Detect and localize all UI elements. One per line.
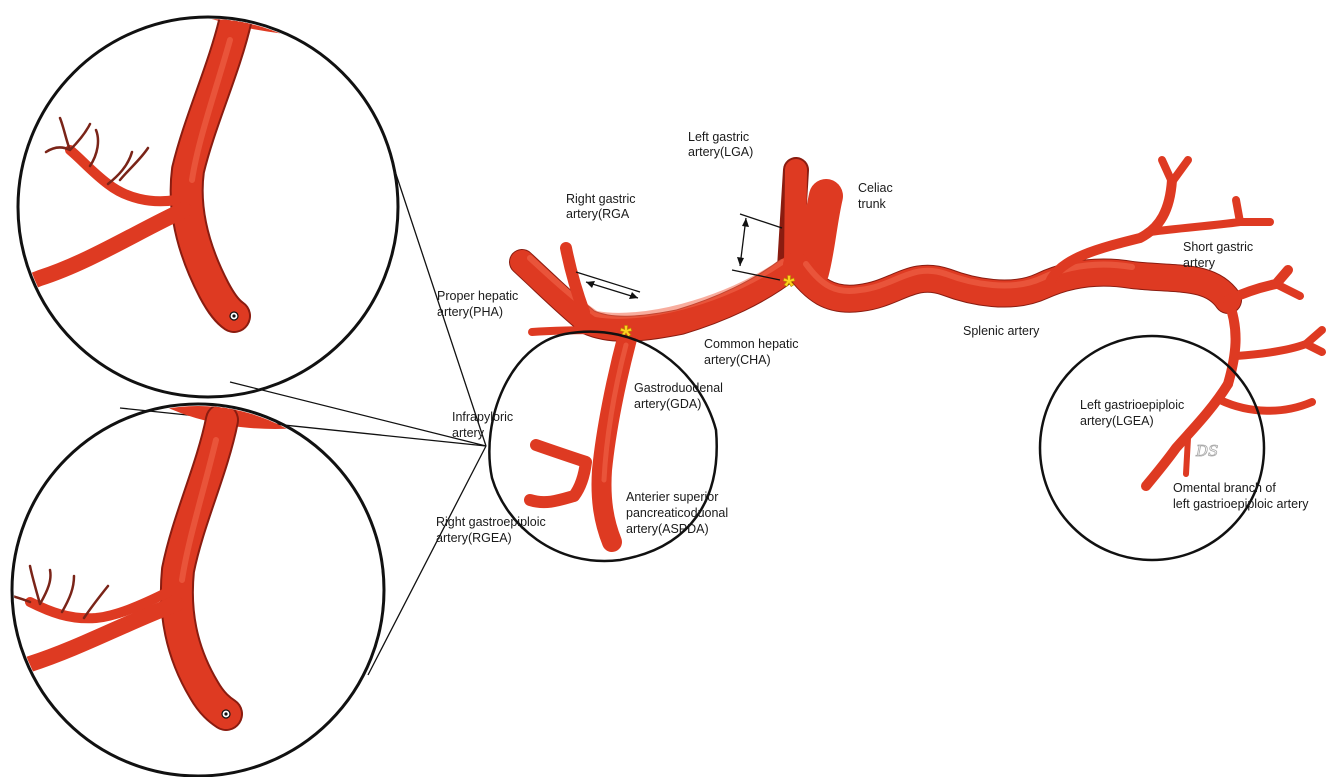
label-right-gastroepiploic-artery: Right gastroepiploic artery(RGEA) bbox=[436, 515, 549, 545]
label-left-gastroepiploic-artery: Left gastrioepiploic artery(LGEA) bbox=[1080, 398, 1188, 428]
label-common-hepatic-artery: Common hepatic artery(CHA) bbox=[704, 337, 802, 367]
label-right-gastric-artery: Right gastric artery(RGA bbox=[566, 192, 639, 221]
label-short-gastric-artery: Short gastric artery bbox=[1183, 240, 1257, 270]
label-proper-hepatic-artery: Proper hepatic artery(PHA) bbox=[437, 289, 522, 319]
label-celiac-trunk: Celiac trunk bbox=[858, 181, 896, 211]
artist-signature: DS bbox=[1195, 442, 1218, 460]
label-omental-branch: Omental branch of left gastrioepiploic a… bbox=[1173, 481, 1309, 511]
labels: Left gastric artery(LGA) Celiac trunk Ri… bbox=[436, 130, 1309, 545]
label-left-gastric-artery: Left gastric artery(LGA) bbox=[688, 130, 753, 159]
label-infrapyloric-artery: Infrapyloric artery bbox=[452, 410, 517, 440]
zoom-circle-lower bbox=[5, 404, 384, 776]
asterisk-marker: * bbox=[783, 270, 795, 303]
label-gastroduodenal-artery: Gastroduodenal artery(GDA) bbox=[634, 381, 726, 411]
lgea-focus-circle bbox=[1040, 336, 1264, 560]
label-anterior-superior-pancreaticoduodenal-artery: Anterier superior pancreaticoduonal arte… bbox=[626, 490, 732, 536]
label-splenic-artery: Splenic artery bbox=[963, 324, 1040, 338]
zoom-circle-upper bbox=[10, 12, 398, 397]
